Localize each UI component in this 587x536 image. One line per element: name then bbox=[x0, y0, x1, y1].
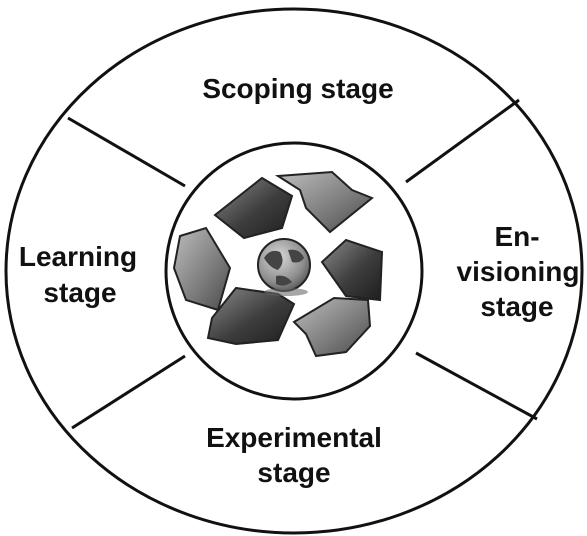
recycle-arrowhead-left bbox=[206, 286, 296, 346]
recycle-arrow-top bbox=[213, 176, 294, 240]
envisioning-stage-label-line1: En- bbox=[494, 221, 539, 252]
recycle-arrowhead-top bbox=[274, 170, 374, 234]
experimental-stage-label-line1: Experimental bbox=[206, 422, 382, 453]
divider-bottom-right bbox=[415, 351, 538, 421]
scoping-stage-label: Scoping stage bbox=[202, 73, 393, 104]
envisioning-stage-label-line2: visioning bbox=[457, 256, 580, 287]
recycle-arrow-right bbox=[320, 238, 384, 302]
divider-top-left bbox=[67, 116, 186, 188]
recycle-globe-icon bbox=[172, 170, 384, 358]
divider-bottom-left bbox=[71, 354, 186, 430]
envisioning-stage-label-line3: stage bbox=[480, 291, 553, 322]
learning-stage-label-line1: Learning bbox=[19, 241, 137, 272]
globe-shadow bbox=[264, 288, 308, 296]
globe-land bbox=[264, 249, 304, 286]
recycle-arrowhead-right bbox=[292, 296, 372, 358]
divider-top-right bbox=[405, 98, 520, 184]
learning-stage-label-line2: stage bbox=[43, 277, 116, 308]
experimental-stage-label-line2: stage bbox=[257, 457, 330, 488]
